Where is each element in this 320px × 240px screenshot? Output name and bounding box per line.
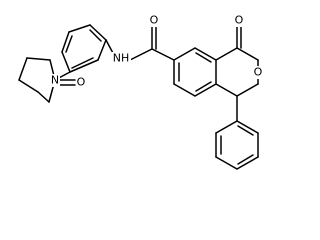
- bond: [236, 83, 259, 97]
- bond: [129, 48, 153, 61]
- bond: [236, 47, 259, 61]
- bond: [195, 52, 212, 63]
- bond: [97, 39, 107, 61]
- bond: [65, 35, 73, 53]
- bond: [215, 156, 238, 170]
- lactone-carbonyl-oxygen-label: O: [235, 14, 244, 27]
- amide-nitrogen-label: NH: [113, 52, 130, 65]
- bond: [151, 48, 175, 61]
- bond: [61, 51, 71, 73]
- lactone-ring-oxygen-label: O: [254, 66, 263, 79]
- bond: [89, 29, 102, 42]
- bond: [215, 120, 238, 134]
- molecule-svg: O N NH O O O: [18, 14, 263, 170]
- bond: [71, 57, 94, 69]
- bond: [215, 47, 238, 61]
- bond: [195, 81, 212, 92]
- label-background: [234, 14, 244, 27]
- bond: [68, 24, 91, 33]
- pyrrolidinone-nitrogen-label: N: [51, 74, 59, 87]
- bond: [173, 83, 196, 97]
- label-background: [76, 76, 86, 89]
- amide-oxygen-label: O: [150, 14, 159, 27]
- bond: [236, 156, 259, 170]
- label-background: [149, 14, 159, 27]
- bond: [18, 79, 39, 93]
- bond: [89, 24, 107, 41]
- bond-lines: [18, 23, 259, 170]
- lactam-oxygen-label: O: [77, 76, 86, 89]
- bond: [26, 57, 51, 61]
- bond: [173, 47, 196, 61]
- molecule-structure-diagram: O N NH O O O: [18, 14, 263, 170]
- bond: [237, 154, 254, 165]
- label-background: [253, 66, 263, 79]
- bond: [69, 59, 99, 73]
- label-background: [111, 52, 131, 65]
- bond: [194, 47, 217, 61]
- bond: [194, 83, 217, 97]
- bond: [215, 83, 238, 97]
- bond: [61, 31, 70, 53]
- bond: [237, 125, 254, 136]
- atom-labels: O N NH O O O: [50, 14, 263, 89]
- label-background: [50, 74, 60, 87]
- bond: [37, 91, 50, 103]
- bond: [18, 57, 28, 81]
- bond: [236, 120, 259, 134]
